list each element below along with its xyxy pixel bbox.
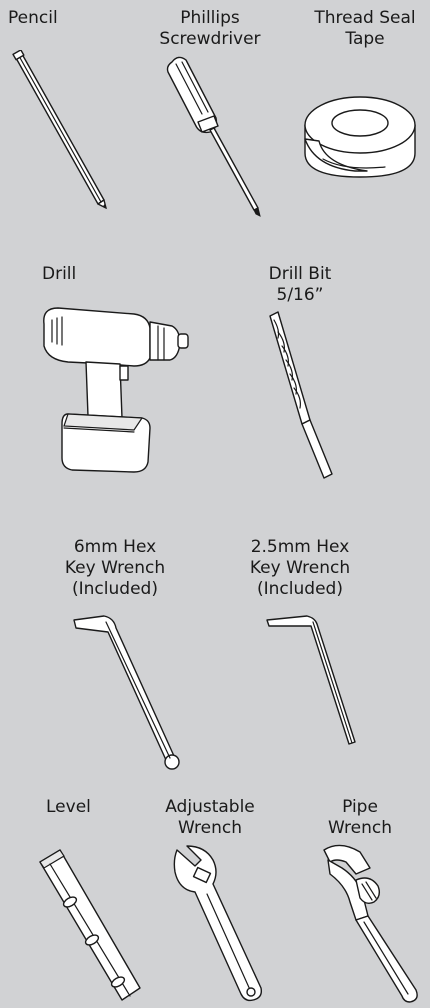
level-icon	[39, 849, 141, 1001]
drill-icon	[43, 307, 189, 473]
thread-seal-tape-icon	[304, 96, 416, 178]
pipe-wrench-icon	[323, 844, 418, 1003]
pencil-icon	[12, 50, 108, 210]
hex-25mm-label: 2.5mm Hex Key Wrench (Included)	[249, 537, 351, 599]
drill-bit-icon	[269, 311, 333, 479]
screwdriver-label: Phillips Screwdriver	[159, 8, 261, 49]
pencil-label: Pencil	[8, 8, 58, 28]
drill-label: Drill	[42, 264, 77, 284]
hex-6mm-label: 6mm Hex Key Wrench (Included)	[64, 537, 166, 599]
hex-key-6mm-icon	[73, 615, 180, 770]
level-label: Level	[46, 797, 91, 817]
pipe-wrench-label: Pipe Wrench	[327, 797, 392, 838]
phillips-screwdriver-icon	[166, 56, 261, 217]
hex-key-25mm-icon	[266, 615, 356, 745]
adjustable-wrench-label: Adjustable Wrench	[165, 797, 255, 838]
thread-seal-tape-label: Thread Seal Tape	[314, 8, 416, 49]
drill-bit-label: Drill Bit 5/16”	[268, 264, 332, 305]
adjustable-wrench-icon	[173, 845, 263, 1002]
